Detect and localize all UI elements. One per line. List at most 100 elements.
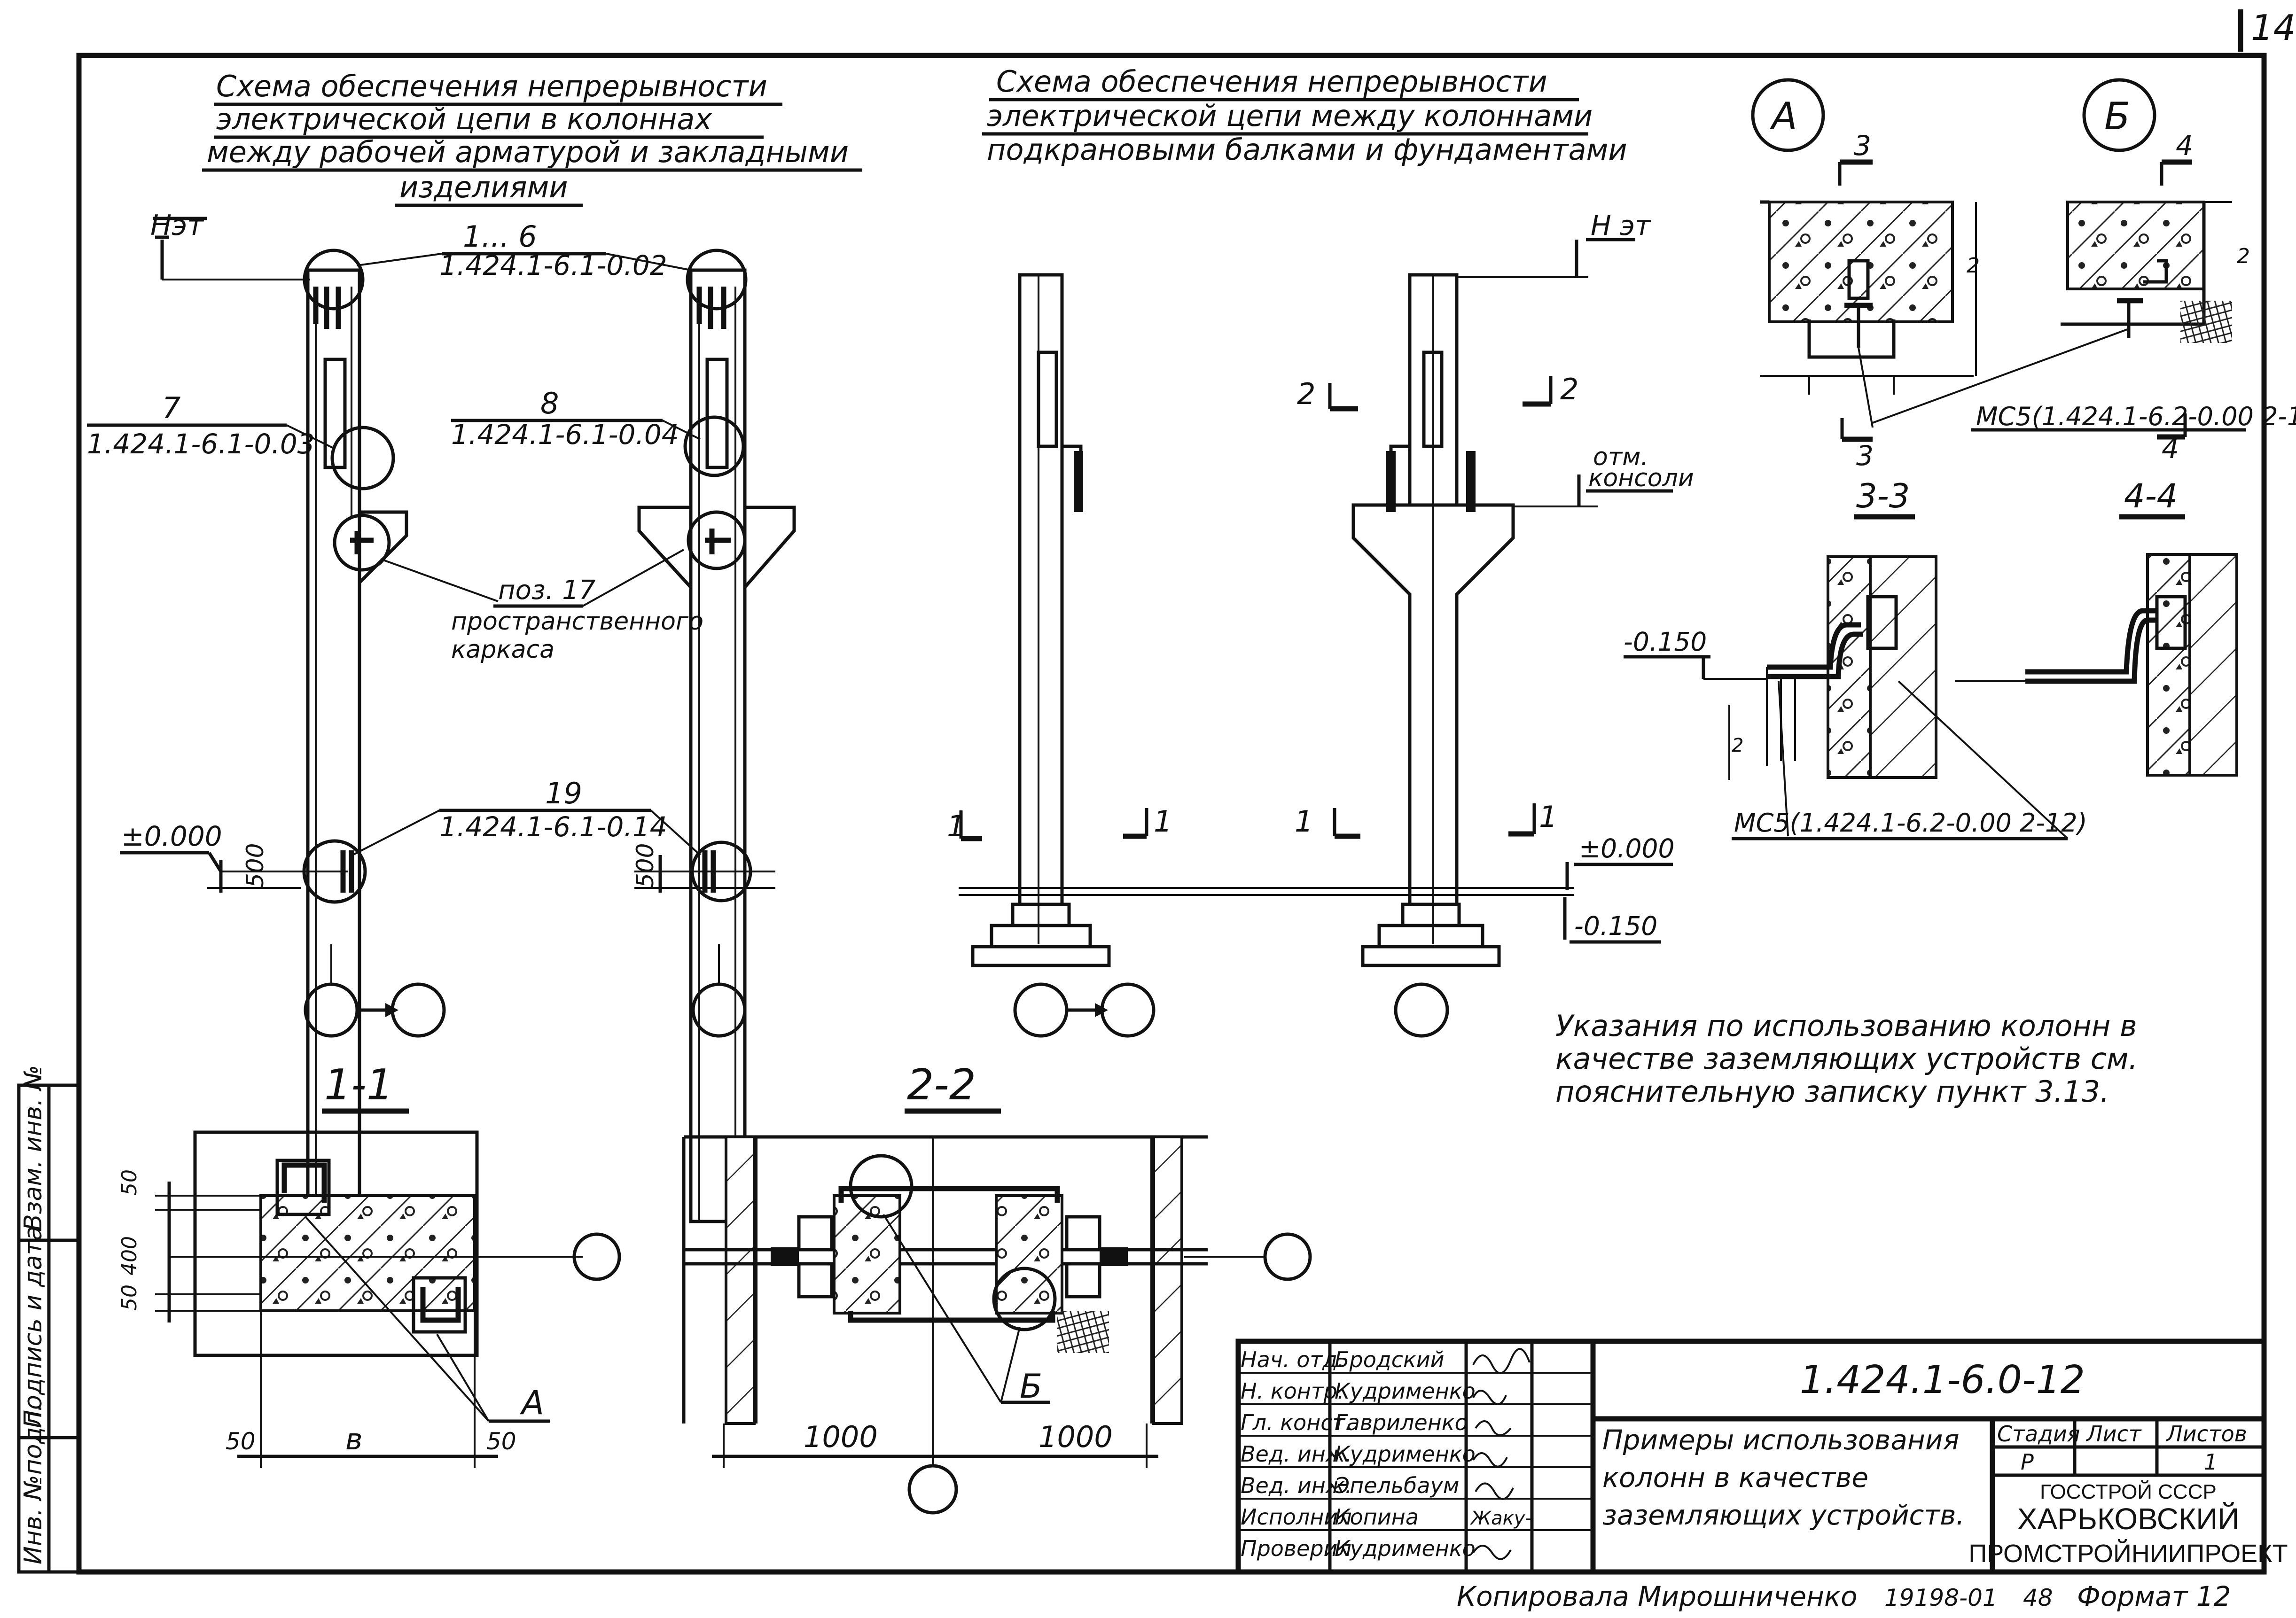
left-title-line-1: Схема обеспечения непрерывности <box>216 69 767 103</box>
sec-44-label: 4-4 <box>2124 477 2178 515</box>
axis-marker-6 <box>1394 982 1449 1038</box>
node-b-detail: Б 4 2 4 МС5(1.424.1-6.2-0.00 2-12) <box>1858 78 2296 465</box>
level-m0150-node: -0.150 <box>1624 627 1707 657</box>
mc5-bottom-callout: МС5(1.424.1-6.2-0.00 2-12) <box>1732 680 2087 840</box>
dim-1000-left: 1000 <box>804 1420 878 1454</box>
letter-a: А <box>520 1384 544 1422</box>
callout-1-6: 1... 6 <box>463 219 537 254</box>
doc-code: 1.424.1-6.0-12 <box>1800 1358 2085 1402</box>
footer-format: Формат 12 <box>2077 1580 2231 1612</box>
org-line-2: ХАРЬКОВСКИЙ <box>2017 1501 2239 1536</box>
node-a-detail: А 3 2 3 <box>1751 78 1980 472</box>
signature-2-scribble <box>1472 1390 1507 1405</box>
role-7: Проверил <box>1241 1536 1351 1561</box>
sec-3-top: 3 <box>1854 130 1871 162</box>
node-circle-17-b <box>687 510 747 570</box>
node-b-circle <box>2082 78 2156 152</box>
name-2: Кудрименко <box>1335 1378 1476 1404</box>
sheet-number: 147 <box>2251 7 2296 48</box>
left-title-line-3: между рабочей арматурой и закладными <box>207 135 849 169</box>
sec-3-bottom: 3 <box>1856 440 1874 472</box>
name-6: Копина <box>1335 1504 1419 1530</box>
axis-marker-1 <box>304 982 359 1038</box>
node-circle-b-1 <box>849 1154 914 1219</box>
role-2: Н. контр. <box>1241 1378 1344 1404</box>
signature-7-scribble <box>1472 1545 1512 1560</box>
description-3: заземляющих устройств. <box>1602 1499 1965 1531</box>
otm-konsoli-2: консоли <box>1588 464 1694 492</box>
sec-33-label: 3-3 <box>1856 477 1910 515</box>
node-b-label: Б <box>2104 94 2130 138</box>
callout-19: 19 <box>545 776 582 810</box>
sec-2-left: 2 <box>1297 377 1315 411</box>
name-7: Кудрименко <box>1335 1536 1476 1561</box>
sec-1-c: 1 <box>1295 804 1313 839</box>
footer-page: 48 <box>2023 1584 2053 1611</box>
sec-2-right: 2 <box>1560 372 1578 406</box>
note-line-3: пояснительную записку пункт 3.13. <box>1555 1074 2109 1109</box>
role-6: Исполнил <box>1241 1504 1352 1530</box>
dim-50-bottom: 50 <box>117 1284 141 1311</box>
note-line-2: качестве заземляющих устройств см. <box>1555 1042 2138 1076</box>
middle-labels: Н эт 2 2 отм. консоли 1 1 1 1 ±0.000 -0.… <box>947 210 1694 944</box>
callout-19-ref: 1.424.1-6.1-0.14 <box>439 811 667 843</box>
signature-6: Жаку- <box>1469 1508 1532 1529</box>
signature-4-scribble <box>1472 1452 1508 1468</box>
dim-2-c: 2 <box>1732 735 1743 756</box>
poz17-line-1: поз. 17 <box>498 575 596 606</box>
middle-scheme-title: Схема обеспечения непрерывности электрич… <box>982 64 1627 167</box>
left-column-1: Нэт <box>150 209 446 1223</box>
name-1: Бродский <box>1335 1347 1445 1372</box>
letter-b: Б <box>1020 1367 1042 1406</box>
role-3: Гл. конст. <box>1241 1410 1352 1435</box>
left-callouts: 1... 6 1.424.1-6.1-0.02 7 1.424.1-6.1-0.… <box>87 219 703 856</box>
dim-500-left: 500 <box>242 843 269 888</box>
name-4: Кудрименко <box>1335 1441 1476 1467</box>
stage-label: Стадия <box>1997 1421 2080 1447</box>
sec-22-label: 2-2 <box>907 1060 976 1110</box>
poz17-line-3: каркаса <box>451 636 554 664</box>
callout-7-ref: 1.424.1-6.1-0.03 <box>87 428 315 460</box>
note-line-1: Указания по использованию колонн в <box>1555 1009 2137 1043</box>
level-zero-left: ±0.000 500 <box>120 820 348 893</box>
left-margin-stamp: Инв. №подл. Подпись и дата Взам. инв. № <box>17 1065 81 1574</box>
node-circle-b-2 <box>992 1267 1057 1331</box>
node-circle-17-a <box>333 513 391 572</box>
sec-11-label: 1-1 <box>324 1060 393 1110</box>
h-et-left-label: Нэт <box>150 209 204 242</box>
poz17-line-2: пространственного <box>451 607 703 636</box>
left-scheme-title: Схема обеспечения непрерывности электрич… <box>202 69 862 207</box>
org-line-3: ПРОМСТРОЙНИИПРОЕКТ <box>1968 1539 2288 1568</box>
sec-1-b: 1 <box>1154 804 1172 839</box>
middle-title-line-3: подкрановыми балками и фундаментами <box>987 132 1627 167</box>
callout-7: 7 <box>162 391 180 425</box>
level-0-right: ±0.000 <box>1579 833 1675 863</box>
callout-8-ref: 1.424.1-6.1-0.04 <box>451 419 679 451</box>
footer: Копировала Мирошниченко 19198-01 48 Форм… <box>1457 1580 2231 1612</box>
description-2: колонн в качестве <box>1602 1462 1868 1494</box>
org-line-1: ГОССТРОЙ СССР <box>2040 1479 2217 1503</box>
axis-marker-4 <box>1013 982 1069 1038</box>
axis-marker-9 <box>907 1464 958 1515</box>
node-circle-7 <box>330 426 395 490</box>
node-circle-top-2 <box>686 249 748 311</box>
left-title-line-2: электрической цепи в колоннах <box>216 102 712 136</box>
left-column-2: 500 <box>632 249 796 1223</box>
axis-marker-8 <box>1263 1232 1312 1281</box>
dim-2-b: 2 <box>2237 244 2250 268</box>
dim-50-left: 50 <box>226 1428 256 1455</box>
section-1-1: 1-1 50 400 50 50 в 50 А <box>117 1060 621 1468</box>
replaces-inv-label: Взам. инв. № <box>19 1065 47 1231</box>
node-a-circle <box>1751 78 1825 152</box>
section-4-4: 4-4 <box>1955 477 2238 777</box>
drawing-frame <box>76 53 2267 1575</box>
signature-5-scribble <box>1475 1482 1514 1500</box>
name-5: Эпельбаум <box>1334 1473 1460 1498</box>
middle-title-line-1: Схема обеспечения непрерывности <box>996 64 1547 99</box>
axis-marker-2 <box>390 982 446 1038</box>
node-a-label: А <box>1769 94 1797 138</box>
middle-column-1 <box>959 273 1574 1038</box>
left-title-line-4: изделиями <box>399 170 568 204</box>
usage-note: Указания по использованию колонн в качес… <box>1555 1009 2138 1109</box>
